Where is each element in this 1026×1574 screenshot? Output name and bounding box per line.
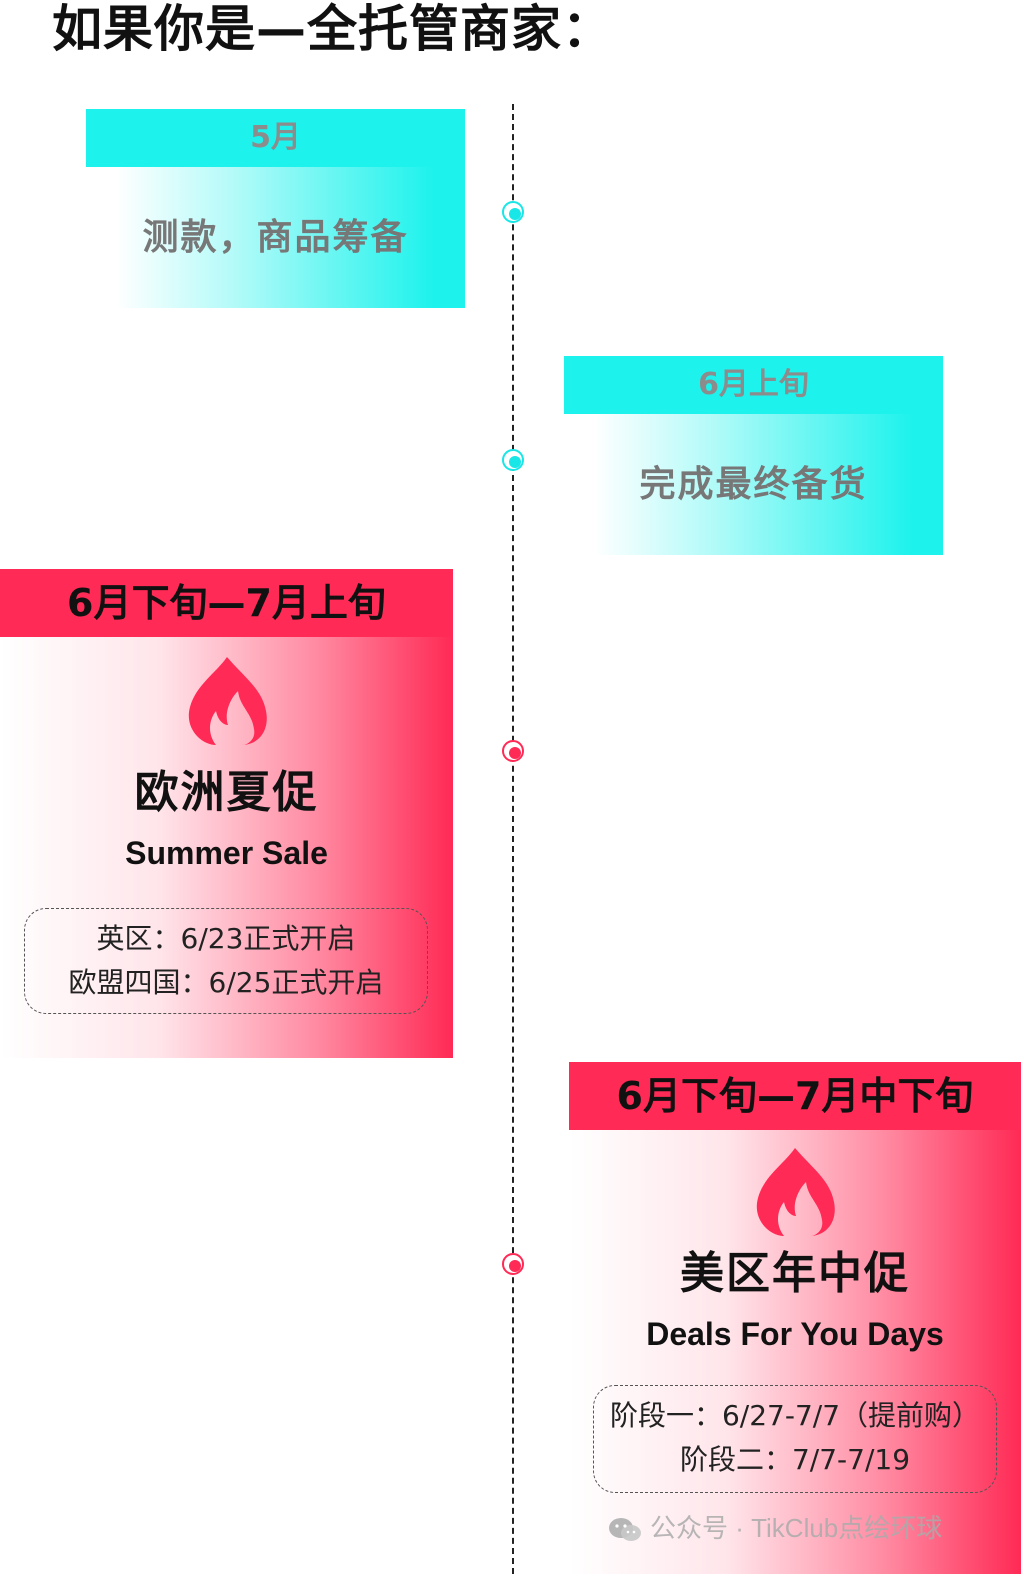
event-details-box: 英区：6/23正式开启 欧盟四国：6/25正式开启 [24,908,428,1014]
detail-line: 阶段二：7/7-7/19 [679,1443,911,1476]
timeline-dot-early-june [502,449,524,471]
timeline-line [512,104,514,1574]
watermark: 公众号 · TikClub点绘环球 [608,1508,1008,1548]
detail-line: 阶段一：6/27-7/7（提前购） [609,1399,981,1432]
timeline-card-summer-sale: 6月下旬—7月上旬 欧洲夏促 Summer Sale 英区：6/23正式开启 欧… [0,569,453,1058]
card-description: 完成最终备货 [564,414,943,555]
page-title: 如果你是—全托管商家： [52,0,613,58]
fire-icon [756,1148,835,1236]
timeline-dot-may [502,201,524,223]
event-title-zh: 美区年中促 [680,1248,910,1299]
card-date-label: 6月下旬—7月上旬 [0,569,453,637]
detail-line: 欧盟四国：6/25正式开启 [68,966,384,999]
event-title-zh: 欧洲夏促 [134,767,319,818]
timeline-card-early-june: 6月上旬 完成最终备货 [564,356,943,555]
event-title-en: Deals For You Days [646,1316,944,1352]
fire-icon [188,657,267,745]
timeline-dot-summer-sale [502,740,524,762]
timeline-card-deals-days: 6月下旬—7月中下旬 美区年中促 Deals For You Days 阶段一：… [569,1062,1021,1574]
card-description: 测款，商品筹备 [86,167,465,308]
card-date-label: 6月上旬 [564,356,943,414]
event-details-box: 阶段一：6/27-7/7（提前购） 阶段二：7/7-7/19 [593,1385,997,1493]
detail-line: 英区：6/23正式开启 [96,922,356,955]
card-date-label: 6月下旬—7月中下旬 [569,1062,1021,1130]
event-title-en: Summer Sale [125,835,328,871]
wechat-icon [609,1518,641,1542]
watermark-text: 公众号 · TikClub点绘环球 [650,1513,943,1543]
card-date-label: 5月 [86,109,465,167]
timeline-card-may: 5月 测款，商品筹备 [86,109,465,308]
timeline-dot-deals-days [502,1253,524,1275]
